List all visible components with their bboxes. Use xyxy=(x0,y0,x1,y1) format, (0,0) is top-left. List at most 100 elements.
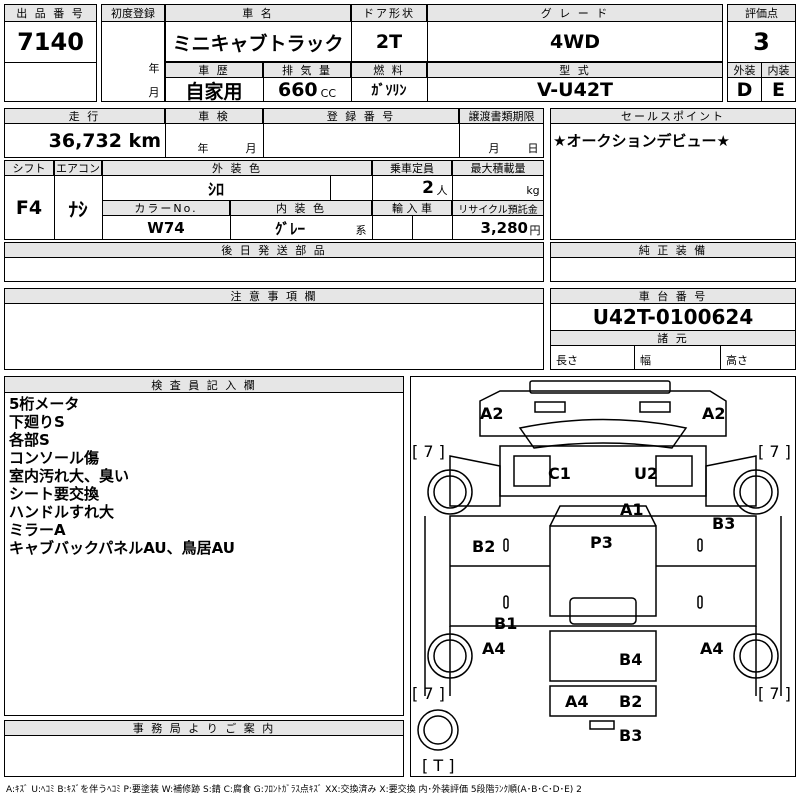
dmg-a2-left: A2 xyxy=(480,404,504,423)
sales-point: ★オークションデビュー★ xyxy=(553,132,730,150)
transfer-day-mark: 日 xyxy=(527,142,539,155)
first-reg-month-mark: 月 xyxy=(148,86,160,99)
fuel: ｶﾞｿﾘﾝ xyxy=(371,83,407,99)
door-label: ドア形状 xyxy=(351,4,427,22)
inspection-label: 車 検 xyxy=(165,108,263,124)
spec-label: 諸 元 xyxy=(550,330,796,346)
length-label: 長さ xyxy=(556,354,578,367)
transfer-month-mark: 月 xyxy=(488,142,500,155)
notes-label: 注 意 事 項 欄 xyxy=(4,288,544,304)
inspection-month-mark: 月 xyxy=(245,142,257,155)
lot-number: 7140 xyxy=(17,28,84,56)
displacement-value: 660 xyxy=(277,79,318,101)
dmg-b4: B4 xyxy=(619,650,643,669)
first-reg-year-mark: 年 xyxy=(148,62,160,75)
transfer-label: 譲渡書類期限 xyxy=(459,108,544,124)
grade: 4WD xyxy=(550,31,600,53)
grade-label: グ レ ー ド xyxy=(427,4,723,22)
first-reg-label: 初度登録 xyxy=(101,4,165,22)
note-line: キャブバックパネルAU、鳥居AU xyxy=(9,539,235,557)
mileage: 36,732 km xyxy=(48,130,161,152)
color-no-label: カラーNo. xyxy=(102,200,230,216)
shift-label: シフト xyxy=(4,160,54,176)
recycle-unit: 円 xyxy=(529,224,541,237)
interior-grade: E xyxy=(772,79,785,101)
color-label: 外 装 色 xyxy=(102,160,372,176)
chassis-label: 車 台 番 号 xyxy=(550,288,796,304)
dmg-b1: B1 xyxy=(494,614,518,633)
dmg-rear-left: [ 7 ] xyxy=(412,684,445,703)
displacement: 660 CC xyxy=(263,78,351,102)
fuel-label: 燃 料 xyxy=(351,62,427,78)
load-label: 最大積載量 xyxy=(452,160,544,176)
load-unit: kg xyxy=(526,183,540,197)
capacity: 2 xyxy=(422,178,434,198)
genuine-label: 純 正 装 備 xyxy=(550,242,796,258)
mileage-label: 走 行 xyxy=(4,108,165,124)
score-label: 評価点 xyxy=(727,4,796,22)
model-label: 型 式 xyxy=(427,62,723,78)
int-color-label: 内 装 色 xyxy=(230,200,372,216)
inspection-year-mark: 年 xyxy=(197,142,209,155)
sales-point-label: セールスポイント xyxy=(550,108,796,124)
capacity-label: 乗車定員 xyxy=(372,160,452,176)
dmg-a1: A1 xyxy=(620,500,644,519)
reg-no-label: 登 録 番 号 xyxy=(263,108,459,124)
lot-label: 出 品 番 号 xyxy=(4,4,97,22)
dmg-u2: U2 xyxy=(634,464,659,483)
shift: F4 xyxy=(15,197,43,219)
color-no: W74 xyxy=(147,219,185,237)
car-name-label: 車 名 xyxy=(165,4,351,22)
history-label: 車 歴 xyxy=(165,62,263,78)
history: 自家用 xyxy=(185,80,243,103)
note-line: シート要交換 xyxy=(9,485,100,503)
dmg-a2-right: A2 xyxy=(702,404,726,423)
exterior-grade: D xyxy=(736,79,753,101)
score: 3 xyxy=(753,28,770,56)
model: V-U42T xyxy=(536,79,614,101)
note-line: コンソール傷 xyxy=(9,449,100,467)
exterior-label: 外装 xyxy=(727,62,762,78)
displacement-unit: CC xyxy=(320,86,337,100)
dmg-p3: P3 xyxy=(590,533,613,552)
vehicle-diagram xyxy=(410,376,796,777)
note-line: 下廻りS xyxy=(9,413,65,431)
height-label: 高さ xyxy=(726,354,748,367)
dmg-rear-right: [ 7 ] xyxy=(758,684,791,703)
dmg-a4-left: A4 xyxy=(482,639,506,658)
dmg-b3-bottom: B3 xyxy=(619,726,643,745)
door-type: 2T xyxy=(375,31,403,53)
dmg-spare-tire: [ T ] xyxy=(422,756,455,775)
note-line: 各部S xyxy=(9,431,50,449)
office-label: 事 務 局 よ り ご 案 内 xyxy=(4,720,404,736)
car-name: ミニキャブトラック xyxy=(172,32,344,55)
note-line: 5桁メータ xyxy=(9,395,80,413)
truck-outline xyxy=(417,380,782,751)
recycle: 3,280 xyxy=(480,219,528,237)
dmg-b2-center: B2 xyxy=(619,692,643,711)
later-parts-label: 後 日 発 送 部 品 xyxy=(4,242,544,258)
interior-label: 内装 xyxy=(761,62,796,78)
displacement-label: 排 気 量 xyxy=(263,62,351,78)
color: ｼﾛ xyxy=(207,180,224,199)
width-label: 幅 xyxy=(640,354,651,367)
note-line: ハンドルすれ大 xyxy=(9,503,115,521)
inspector-notes: 5桁メータ 下廻りS 各部S コンソール傷 室内汚れ大、臭い シート要交換 ハン… xyxy=(9,395,235,557)
note-line: 室内汚れ大、臭い xyxy=(9,467,130,485)
int-color: ｸﾞﾚｰ xyxy=(274,219,305,238)
note-line: ミラーA xyxy=(9,521,66,539)
dmg-c1: C1 xyxy=(548,464,571,483)
dmg-a4-right: A4 xyxy=(700,639,724,658)
capacity-unit: 人 xyxy=(436,184,448,197)
dmg-a4-center: A4 xyxy=(565,692,589,711)
import-label: 輸 入 車 xyxy=(372,200,452,216)
inspector-label: 検 査 員 記 入 欄 xyxy=(4,376,404,393)
dmg-b3-right: B3 xyxy=(712,514,736,533)
ac: ﾅｼ xyxy=(68,198,88,221)
ac-label: エアコン xyxy=(54,160,102,176)
chassis-number: U42T-0100624 xyxy=(592,305,754,329)
dmg-front-right: [ 7 ] xyxy=(758,442,791,461)
dmg-front-left: [ 7 ] xyxy=(412,442,445,461)
recycle-label: リサイクル預託金 xyxy=(452,200,544,216)
int-color-unit: 系 xyxy=(355,224,367,237)
